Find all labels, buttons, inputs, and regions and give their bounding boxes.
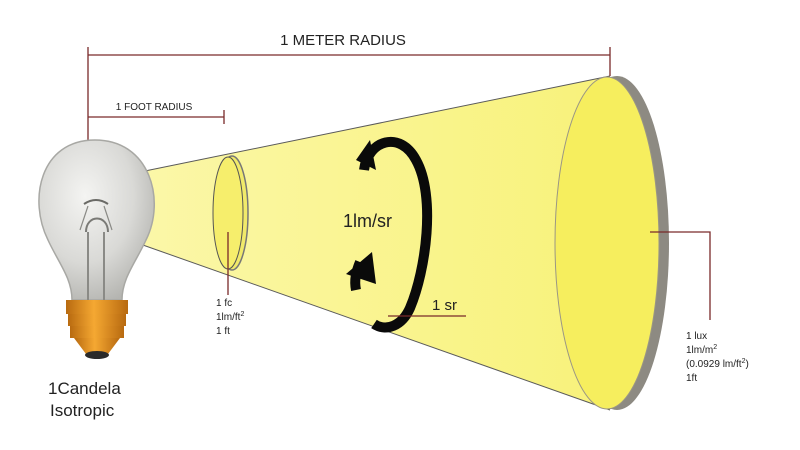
meter-radius-label: 1 METER RADIUS [280, 32, 406, 49]
svg-text:Isotropic: Isotropic [50, 401, 115, 420]
cone-edge-top [139, 75, 611, 173]
source-label: 1Candela Isotropic [48, 379, 121, 420]
meter-radius-dimension [87, 47, 611, 140]
svg-text:1 ft: 1 ft [216, 326, 230, 337]
far-surface-disc [554, 76, 660, 410]
far-surface-leader [650, 231, 711, 320]
near-surface-label: 1 fc 1lm/ft2 1 ft [216, 298, 244, 337]
far-surface-label: 1 lux 1lm/m2 (0.0929 lm/ft2) 1ft [686, 331, 749, 384]
svg-text:1lm/ft2: 1lm/ft2 [216, 311, 244, 323]
svg-text:1ft: 1ft [686, 373, 697, 384]
svg-text:1lm/m2: 1lm/m2 [686, 344, 717, 356]
rotation-arrow-icon [346, 136, 433, 333]
svg-text:1 lux: 1 lux [686, 331, 707, 342]
svg-text:(0.0929 lm/ft2): (0.0929 lm/ft2) [686, 358, 749, 370]
intensity-label: 1lm/sr [343, 211, 392, 231]
light-bulb-icon [38, 139, 155, 359]
svg-text:1Candela: 1Candela [48, 379, 121, 398]
light-cone [140, 76, 610, 410]
foot-radius-label: 1 FOOT RADIUS [116, 102, 193, 113]
foot-radius-dimension [88, 110, 225, 124]
solid-angle-label: 1 sr [432, 297, 457, 314]
svg-text:1 fc: 1 fc [216, 298, 232, 309]
